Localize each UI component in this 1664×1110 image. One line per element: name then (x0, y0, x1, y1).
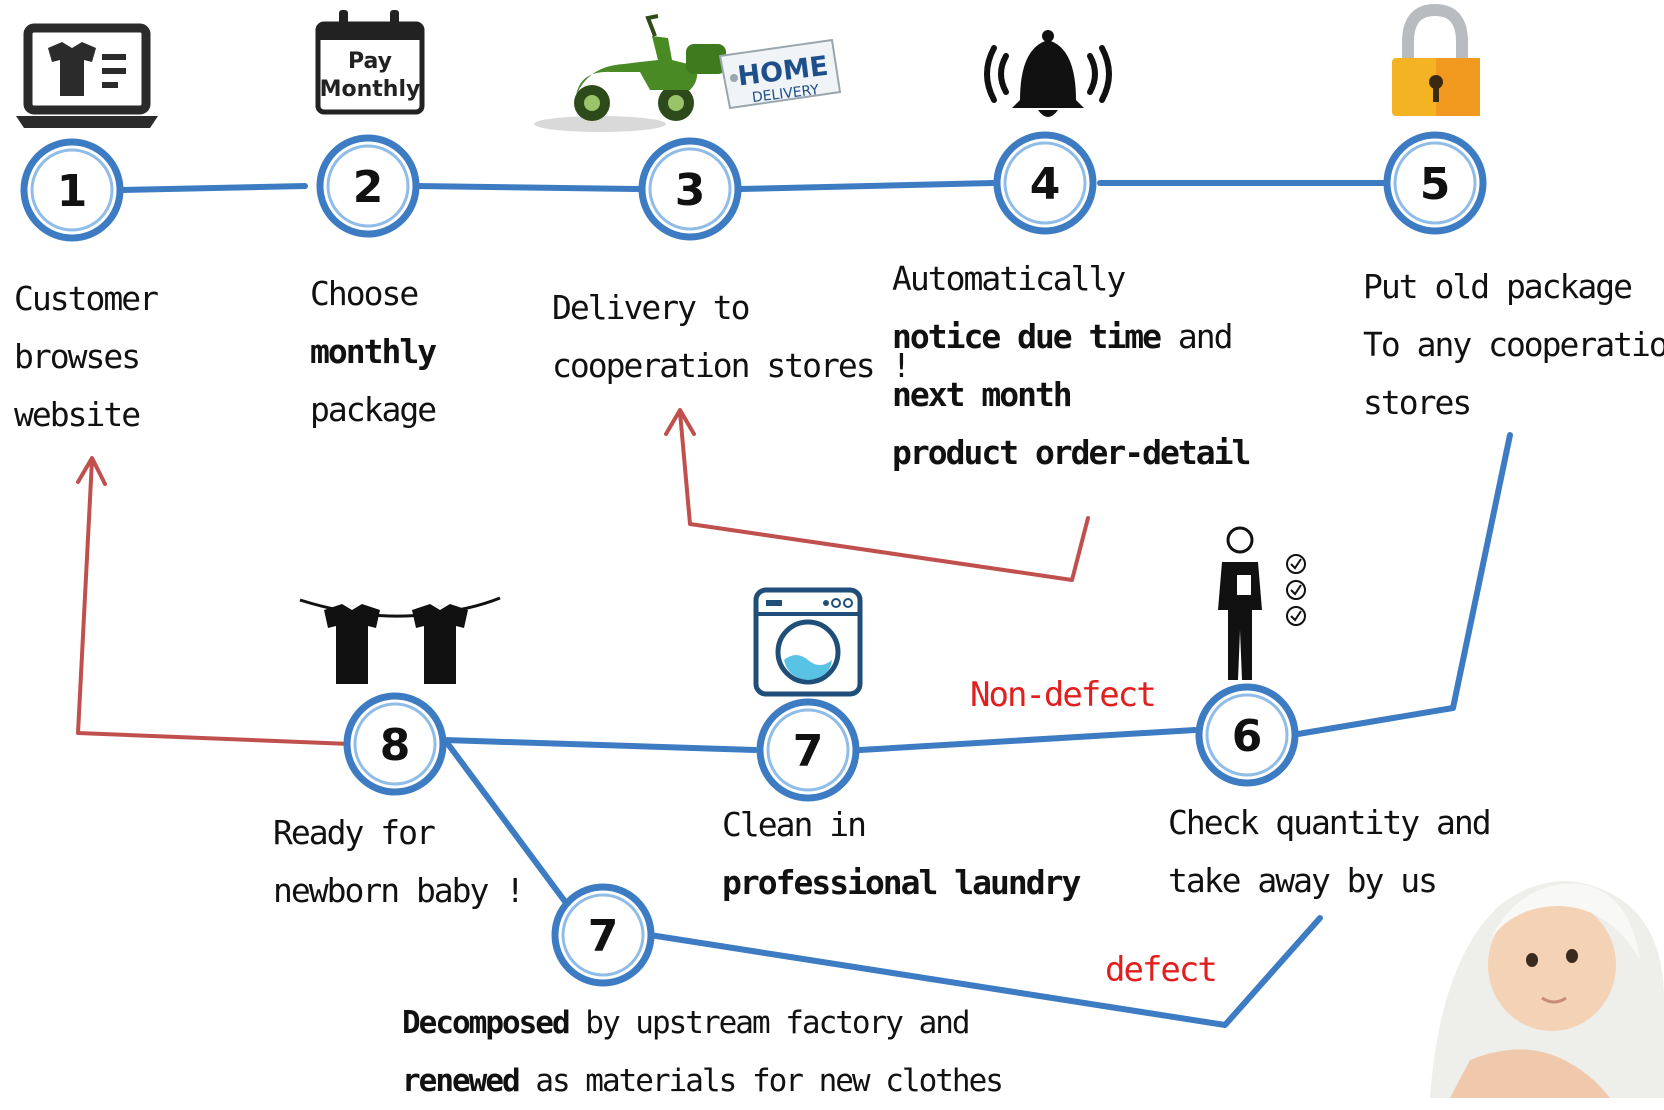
node-7-number: 7 (793, 726, 824, 777)
return-arrow-8-to-1 (76, 458, 352, 746)
calendar-line2: Monthly (320, 77, 421, 102)
node-5-number: 5 (1420, 159, 1451, 210)
return-arrow-3-head (664, 408, 696, 436)
step-4-description: Automatically notice due time and next m… (892, 259, 1251, 472)
step-7b-description: Decomposed by upstream factory and renew… (402, 1005, 1004, 1099)
calendar-line1: Pay (348, 49, 392, 74)
laptop-shirt-icon (16, 23, 158, 128)
node-1: 1 (20, 138, 124, 242)
node-4: 4 (993, 131, 1097, 235)
connector-6-7 (857, 727, 1198, 753)
node-4-number: 4 (1030, 159, 1061, 210)
bell-icon (984, 30, 1112, 117)
non-defect-label: Non-defect (970, 675, 1157, 715)
calendar-icon: Pay Monthly (315, 10, 425, 115)
node-1-number: 1 (57, 166, 88, 217)
return-arrow-4-to-3 (678, 410, 1090, 582)
node-7: 7 (756, 698, 860, 802)
node-8-number: 8 (380, 720, 411, 771)
blue-connectors (117, 180, 1513, 1028)
clothesline-icon (299, 596, 501, 684)
defect-label: defect (1105, 950, 1218, 990)
connector-7-8 (442, 737, 758, 753)
connector-7b-6 (647, 915, 1323, 1028)
node-2: 2 (316, 134, 420, 238)
inspector-checklist-icon (1218, 526, 1306, 680)
connector-5-6 (1289, 432, 1513, 738)
node-5: 5 (1383, 131, 1487, 235)
return-arrow-1-head (76, 456, 107, 486)
scooter-delivery-icon: HOME DELIVERY (534, 14, 842, 132)
node-2-number: 2 (353, 162, 384, 213)
padlock-icon (1392, 3, 1480, 116)
node-3-number: 3 (675, 165, 706, 216)
node-6-number: 6 (1232, 711, 1263, 762)
node-7b: 7 (551, 883, 655, 987)
connector-2-3 (412, 183, 643, 192)
connector-1-2 (117, 183, 308, 193)
node-8: 8 (343, 692, 447, 796)
washing-machine-icon (753, 587, 863, 697)
node-3: 3 (638, 137, 742, 241)
connector-8-7b (442, 737, 578, 918)
node-7b-number: 7 (588, 911, 619, 962)
baby-photo (1430, 881, 1664, 1098)
connector-3-4 (737, 180, 996, 192)
node-6: 6 (1195, 683, 1299, 787)
red-return-arrows (76, 408, 1090, 746)
